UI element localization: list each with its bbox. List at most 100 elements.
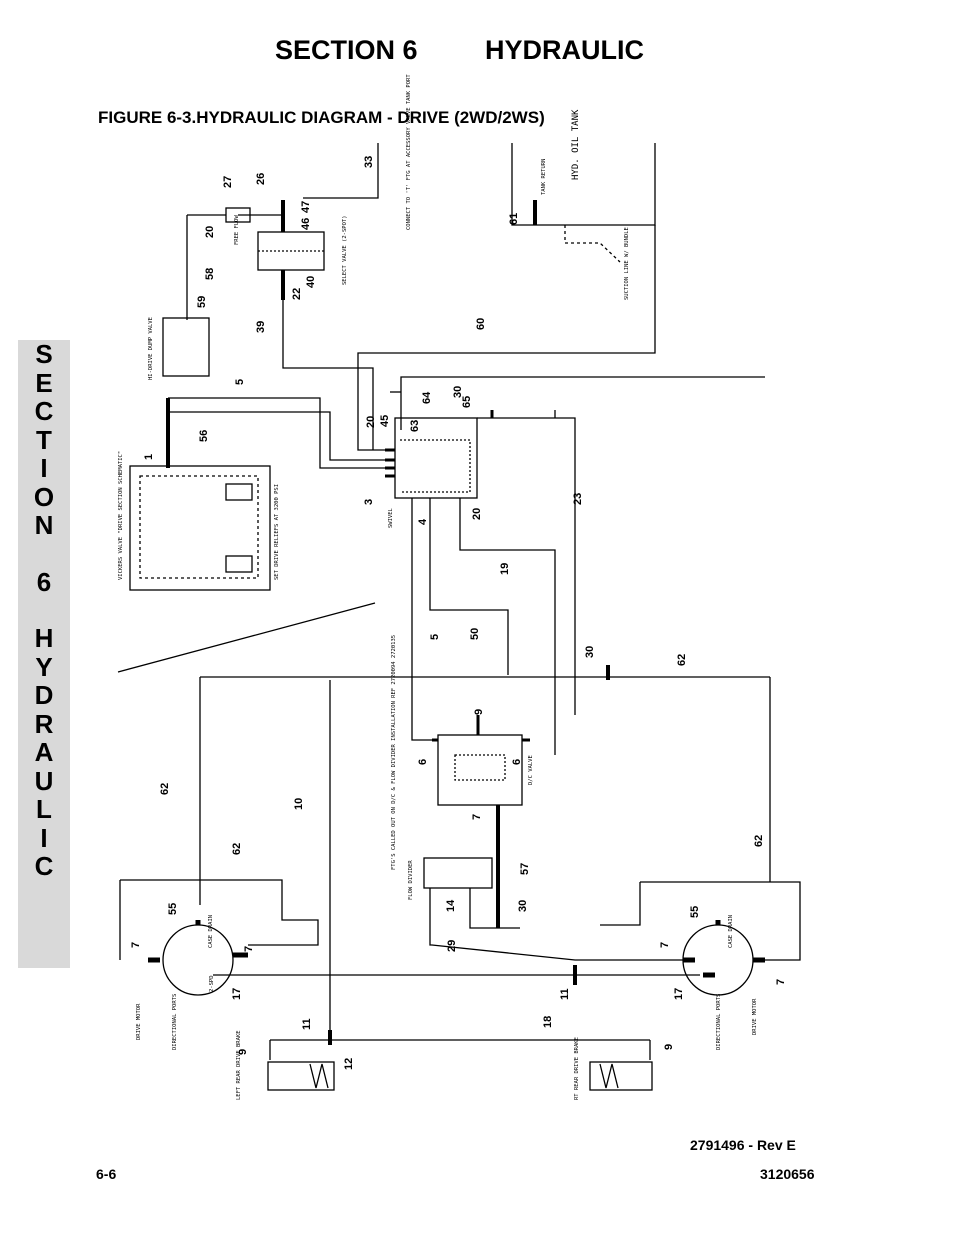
line-56 bbox=[168, 411, 385, 461]
callout-number: 58 bbox=[204, 268, 216, 280]
hydraulic-tank-outline bbox=[511, 143, 656, 226]
label-free-flow: FREE FLOW bbox=[234, 215, 240, 245]
callout-number: 10 bbox=[293, 798, 305, 810]
callout-number: 17 bbox=[231, 988, 243, 1000]
callout-number: 6 bbox=[511, 759, 523, 765]
swivel bbox=[394, 417, 478, 499]
label-drive-motor-right: DRIVE MOTOR bbox=[752, 998, 758, 1035]
callout-number: 12 bbox=[343, 1058, 355, 1070]
line-39 bbox=[282, 300, 374, 450]
callout-number: 7 bbox=[659, 942, 671, 948]
callout-number: 29 bbox=[446, 940, 458, 952]
right-brake bbox=[589, 1061, 653, 1091]
callout-number: 4 bbox=[417, 518, 429, 525]
side-tab-letter: I bbox=[40, 822, 48, 853]
callout-number: 23 bbox=[572, 493, 584, 505]
callout-number: 26 bbox=[255, 173, 267, 185]
callout-number: 7 bbox=[775, 979, 787, 985]
callout-number: 64 bbox=[421, 391, 433, 404]
callout-number: 30 bbox=[584, 646, 596, 658]
line-29 bbox=[429, 888, 685, 961]
label-left-brake: LEFT REAR DRIVE BRAKE bbox=[236, 1030, 242, 1100]
callout-number: 18 bbox=[542, 1016, 554, 1028]
side-tab-letter: H bbox=[34, 623, 54, 653]
label-vickers: VICKERS VALVE "DRIVE SECTION SCHEMATIC" bbox=[118, 451, 124, 580]
callout-number: 9 bbox=[663, 1044, 675, 1050]
side-tab-letter: O bbox=[33, 481, 55, 512]
callout-number: 33 bbox=[363, 156, 375, 168]
label-swivel: SWIVEL bbox=[388, 507, 394, 528]
callout-number: 7 bbox=[471, 814, 483, 820]
line-23-return bbox=[477, 410, 576, 715]
side-tab-letter: T bbox=[36, 424, 52, 455]
callout-number: 27 bbox=[222, 176, 234, 188]
side-tab-letter: C bbox=[34, 851, 54, 881]
line-5-lower bbox=[411, 498, 432, 741]
callout-number: 20 bbox=[471, 508, 483, 520]
suction-line bbox=[564, 225, 621, 263]
callout-number: 17 bbox=[673, 988, 685, 1000]
callout-number: 11 bbox=[301, 1018, 313, 1030]
callout-number: 7 bbox=[130, 942, 142, 948]
callout-number: 61 bbox=[508, 213, 520, 225]
side-tab-letter: Y bbox=[35, 651, 53, 682]
hi-drive-dump-valve bbox=[162, 317, 210, 377]
callout-number: 9 bbox=[237, 1049, 249, 1055]
side-tab-letter: E bbox=[35, 367, 53, 398]
label-connect: CONNECT TO 'T' FTG AT ACCESSORY VALVE TA… bbox=[406, 74, 412, 230]
callout-number: 30 bbox=[452, 386, 464, 398]
label-hi-drive-dump: HI-DRIVE DUMP VALVE bbox=[148, 317, 154, 380]
line-19 bbox=[459, 498, 556, 755]
flow-divider bbox=[423, 857, 493, 889]
callout-number: 40 bbox=[305, 276, 317, 288]
document-number: 3120656 bbox=[760, 1166, 815, 1182]
line-62-left-loop bbox=[120, 879, 319, 946]
callout-number: 5 bbox=[234, 379, 246, 385]
callout-number: 60 bbox=[475, 318, 487, 330]
side-tab-letter: 6 bbox=[36, 566, 52, 597]
line-62-right-loop bbox=[600, 882, 641, 926]
label-flow-divider: FLOW DIVIDER bbox=[408, 860, 414, 900]
page-number: 6-6 bbox=[96, 1166, 117, 1182]
line-5-upper bbox=[400, 376, 765, 430]
callout-number: 62 bbox=[753, 835, 765, 847]
callout-number: 55 bbox=[689, 906, 701, 918]
callout-number: 50 bbox=[469, 628, 481, 640]
label-select-valve: SELECT VALVE (2-SPOT) bbox=[342, 215, 348, 285]
callout-number: 6 bbox=[417, 759, 429, 765]
callout-number: 62 bbox=[159, 783, 171, 795]
side-tab-letter: L bbox=[36, 794, 52, 824]
side-tab-letter: A bbox=[34, 737, 54, 767]
callout-number: 65 bbox=[461, 396, 473, 408]
line-33 bbox=[303, 143, 379, 199]
label-hyd-oil-tank: HYD. OIL TANK bbox=[571, 109, 581, 180]
side-tab-letter: R bbox=[34, 708, 54, 739]
label-drive-motor-left: DRIVE MOTOR bbox=[136, 1003, 142, 1040]
callout-number: 19 bbox=[499, 563, 511, 575]
section-number: SECTION 6 bbox=[275, 35, 418, 65]
label-directional-ports-right: DIRECTIONAL PORTS bbox=[716, 994, 722, 1050]
vickers-valve bbox=[129, 465, 271, 591]
side-tab-letter: I bbox=[40, 453, 48, 483]
label-right-brake: RT REAR DRIVE BRAKE bbox=[574, 1037, 580, 1100]
ground-line bbox=[117, 602, 376, 673]
label-suction: SUCTION LINE W/ BUNDLE bbox=[624, 227, 630, 300]
figure-title: FIGURE 6-3.HYDRAULIC DIAGRAM - DRIVE (2W… bbox=[98, 108, 545, 127]
callout-number: 39 bbox=[255, 321, 267, 333]
label-directional-ports-left: DIRECTIONAL PORTS bbox=[172, 994, 178, 1050]
callout-number: 59 bbox=[196, 296, 208, 308]
label-dc-valve: D/C VALVE bbox=[528, 755, 534, 785]
label-case-drain-left: CASE DRAIN bbox=[208, 915, 214, 948]
left-drive-motor bbox=[162, 924, 234, 996]
section-title: HYDRAULIC bbox=[485, 35, 644, 65]
side-tab-letter: S bbox=[35, 339, 53, 369]
callout-number: 20 bbox=[204, 226, 216, 238]
callout-number: 30 bbox=[517, 900, 529, 912]
label-set-drive: SET DRIVE RELIEFS AT 3200 PSI bbox=[274, 484, 280, 580]
label-ftgs-note: FTG'S CALLED OUT ON D/C & FLOW DIVIDER I… bbox=[391, 635, 397, 870]
callout-number: 5 bbox=[429, 634, 441, 640]
callout-number: 62 bbox=[676, 654, 688, 666]
callout-number: 1 bbox=[143, 454, 155, 460]
